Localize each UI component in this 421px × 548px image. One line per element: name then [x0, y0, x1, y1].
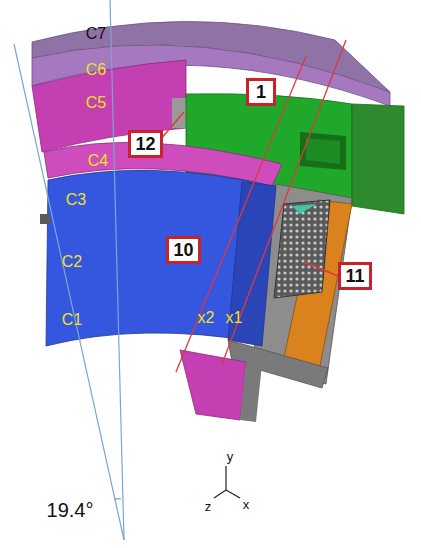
green-side — [352, 104, 404, 214]
axis-label: x — [243, 498, 250, 511]
foot-side — [240, 362, 262, 422]
leader-line — [160, 112, 184, 140]
angle-line — [14, 44, 124, 540]
callout-number: 11 — [345, 267, 364, 285]
axis — [225, 466, 226, 490]
angle-arc — [114, 499, 121, 500]
callout-box: 1 — [246, 78, 276, 106]
plane-label: x2 — [198, 310, 215, 326]
plane-label: x1 — [226, 310, 243, 326]
callout-number: 1 — [256, 83, 266, 101]
axis — [214, 490, 226, 498]
part-label: C2 — [62, 254, 82, 270]
axis — [226, 490, 240, 498]
part-label: C4 — [88, 153, 108, 169]
callout-number: 12 — [135, 135, 155, 153]
part-label: C3 — [66, 192, 86, 208]
part-label: C5 — [86, 95, 106, 111]
callout-box: 10 — [166, 236, 201, 264]
callout-box: 12 — [128, 130, 163, 158]
coil — [274, 200, 330, 298]
angle-line — [110, 0, 124, 540]
part-label: C1 — [62, 312, 82, 328]
window — [300, 132, 346, 170]
leader-line — [304, 262, 338, 276]
magenta-foot — [180, 350, 246, 420]
axis-label: y — [227, 450, 234, 463]
callout-number: 10 — [173, 241, 193, 259]
coil-corner — [292, 204, 316, 214]
section-line — [222, 40, 346, 364]
axis-label: z — [205, 500, 212, 513]
window-inner — [306, 138, 340, 164]
angle-label: 19.4° — [47, 500, 94, 520]
part-label: C6 — [86, 62, 106, 78]
section-line — [176, 56, 306, 372]
notch — [40, 214, 50, 224]
part-label: C7 — [86, 26, 106, 42]
callout-box: 11 — [338, 262, 372, 290]
